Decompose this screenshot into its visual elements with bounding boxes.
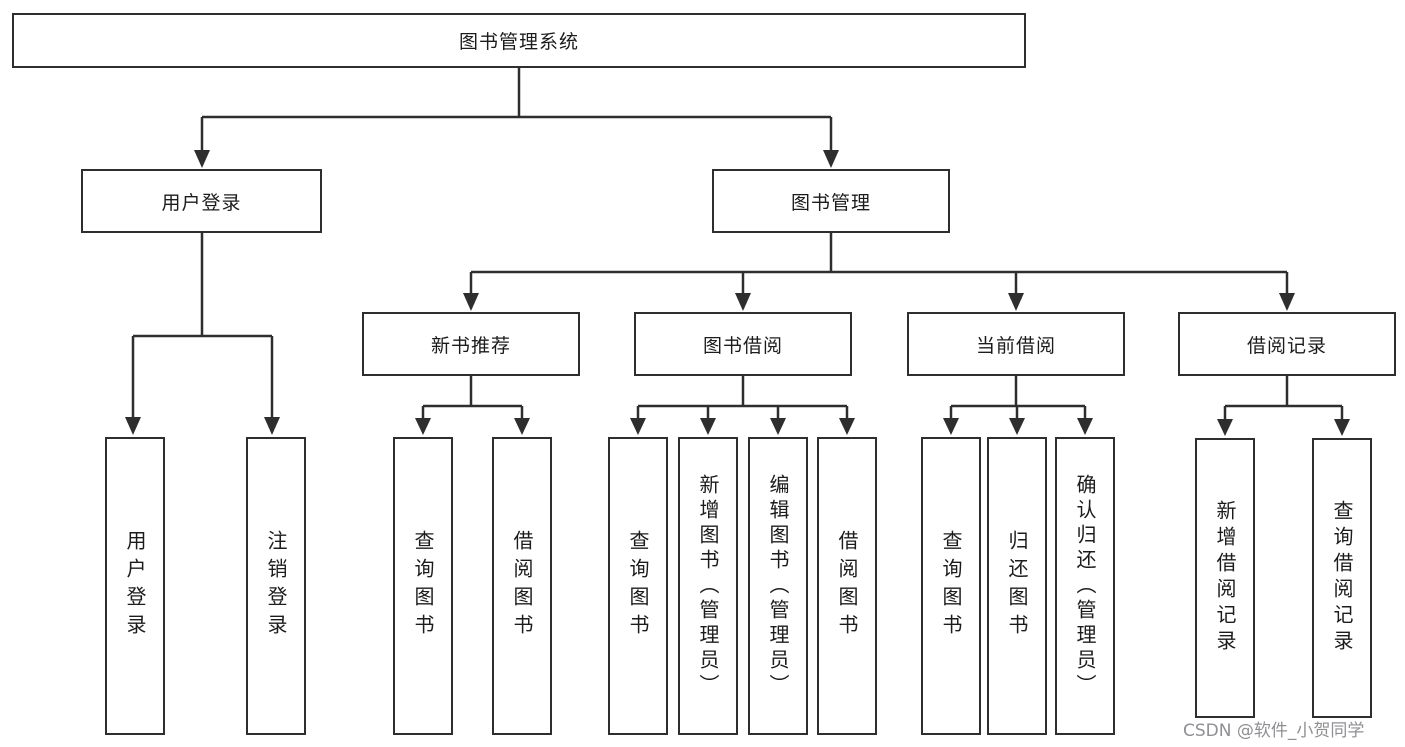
leaf-borrow-edit-book-admin: 编辑图书（管理员） xyxy=(748,437,808,735)
leaf-record-add-borrow-record: 新增借阅记录 xyxy=(1195,438,1255,718)
leaf-borrow-borrow-book: 借阅图书 xyxy=(817,437,877,735)
node-label: 新增图书（管理员） xyxy=(696,473,720,699)
node-label: 图书管理系统 xyxy=(458,31,579,53)
node-label: 新书推荐 xyxy=(430,334,511,357)
node-label: 注销登录 xyxy=(264,530,288,642)
arrowhead-icons xyxy=(125,150,1350,436)
node-user-login: 用户登录 xyxy=(81,169,322,233)
node-label: 归还图书 xyxy=(1005,530,1029,642)
leaf-current-query-book: 查询图书 xyxy=(921,437,981,735)
leaf-borrow-query-book: 查询图书 xyxy=(608,437,668,735)
node-label: 查询图书 xyxy=(626,530,650,642)
node-label: 图书借阅 xyxy=(702,334,783,357)
leaf-borrow-add-book-admin: 新增图书（管理员） xyxy=(678,437,738,735)
leaf-current-confirm-return-admin: 确认归还（管理员） xyxy=(1055,437,1115,735)
node-label: 查询图书 xyxy=(411,530,435,642)
leaf-recommend-borrow-book: 借阅图书 xyxy=(492,437,552,735)
node-label: 借阅图书 xyxy=(835,530,859,642)
node-label: 新增借阅记录 xyxy=(1213,500,1237,656)
node-book-borrow: 图书借阅 xyxy=(634,312,852,376)
node-current-borrow: 当前借阅 xyxy=(907,312,1125,376)
leaf-logout: 注销登录 xyxy=(246,437,306,735)
csdn-watermark: CSDN @软件_小贺同学 xyxy=(1183,721,1365,741)
leaf-recommend-query-book: 查询图书 xyxy=(393,437,453,735)
leaf-current-return-book: 归还图书 xyxy=(987,437,1047,735)
node-label: 编辑图书（管理员） xyxy=(766,473,790,699)
node-label: 借阅记录 xyxy=(1246,334,1327,357)
node-label: 查询借阅记录 xyxy=(1330,500,1354,656)
node-book-management: 图书管理 xyxy=(712,169,950,233)
node-label: 查询图书 xyxy=(939,530,963,642)
node-label: 用户登录 xyxy=(123,530,147,642)
node-label: 图书管理 xyxy=(790,191,871,214)
leaf-record-query-borrow-record: 查询借阅记录 xyxy=(1312,438,1372,718)
node-label: 用户登录 xyxy=(161,191,242,214)
node-label: 借阅图书 xyxy=(510,530,534,642)
leaf-user-login: 用户登录 xyxy=(105,437,165,735)
node-new-book-recommend: 新书推荐 xyxy=(362,312,580,376)
node-borrow-record: 借阅记录 xyxy=(1178,312,1396,376)
node-label: 当前借阅 xyxy=(975,334,1056,357)
node-label: 确认归还（管理员） xyxy=(1073,473,1097,699)
node-root: 图书管理系统 xyxy=(12,13,1026,68)
